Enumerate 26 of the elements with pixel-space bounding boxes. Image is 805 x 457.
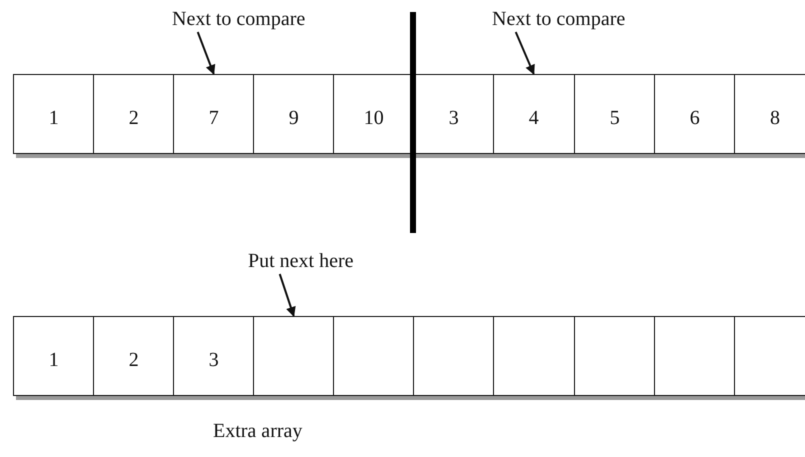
array-cell: 4 (493, 74, 574, 154)
array-cell: 1 (13, 316, 94, 396)
array-cell: 5 (574, 74, 656, 154)
array-cell: 6 (654, 74, 736, 154)
pointer-label: Next to compare (172, 8, 306, 31)
pointer-label: Put next here (248, 250, 354, 273)
array-caption: Extra array (213, 420, 302, 443)
array-cell: 2 (93, 316, 174, 396)
array-cell (333, 316, 414, 396)
array-cell (574, 316, 656, 396)
array-cell: 3 (173, 316, 254, 396)
array-cell (654, 316, 736, 396)
array-cell (413, 316, 494, 396)
array-cell (253, 316, 334, 396)
array-cell: 9 (253, 74, 334, 154)
leader-arrow (514, 32, 535, 75)
array-cell: 3 (413, 74, 494, 154)
leader-arrow (278, 274, 296, 317)
array-cell: 8 (734, 74, 805, 154)
pointer-label: Next to compare (492, 8, 626, 31)
array-cell (734, 316, 805, 396)
array-cell (493, 316, 574, 396)
leader-arrow (196, 32, 216, 75)
array-cell: 2 (93, 74, 174, 154)
array-cell: 7 (173, 74, 254, 154)
array-cell: 1 (13, 74, 94, 154)
